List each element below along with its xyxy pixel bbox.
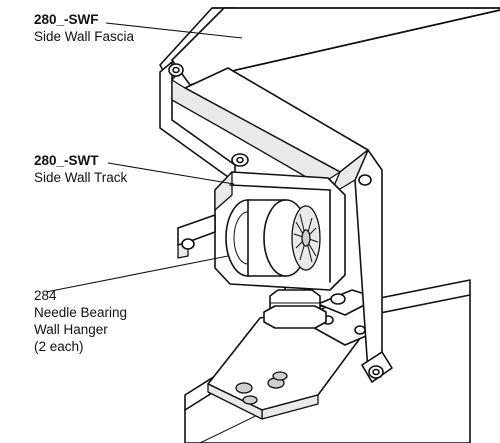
callout-hanger: 284 Needle Bearing Wall Hanger (2 each) — [34, 287, 127, 355]
hanger-line2: Wall Hanger — [34, 322, 108, 337]
hanger-line3: (2 each) — [34, 339, 84, 354]
leader-track — [107, 162, 235, 185]
hanger-part-number: 284 — [34, 288, 57, 303]
fascia-name: Side Wall Fascia — [34, 29, 135, 44]
track-name: Side Wall Track — [34, 170, 128, 185]
fascia-part-number: 280_-SWF — [34, 12, 99, 27]
fascia-extrusion — [159, 7, 500, 383]
callout-track: 280_-SWT Side Wall Track — [34, 152, 127, 186]
bearing-wheels — [225, 199, 321, 277]
track-part-number: 280_-SWT — [34, 153, 99, 168]
callout-fascia: 280_-SWF Side Wall Fascia — [34, 11, 134, 45]
leader-hanger — [45, 255, 229, 293]
threaded-rod — [263, 269, 327, 329]
hanger-line1: Needle Bearing — [34, 305, 128, 320]
leader-fascia — [105, 22, 243, 39]
